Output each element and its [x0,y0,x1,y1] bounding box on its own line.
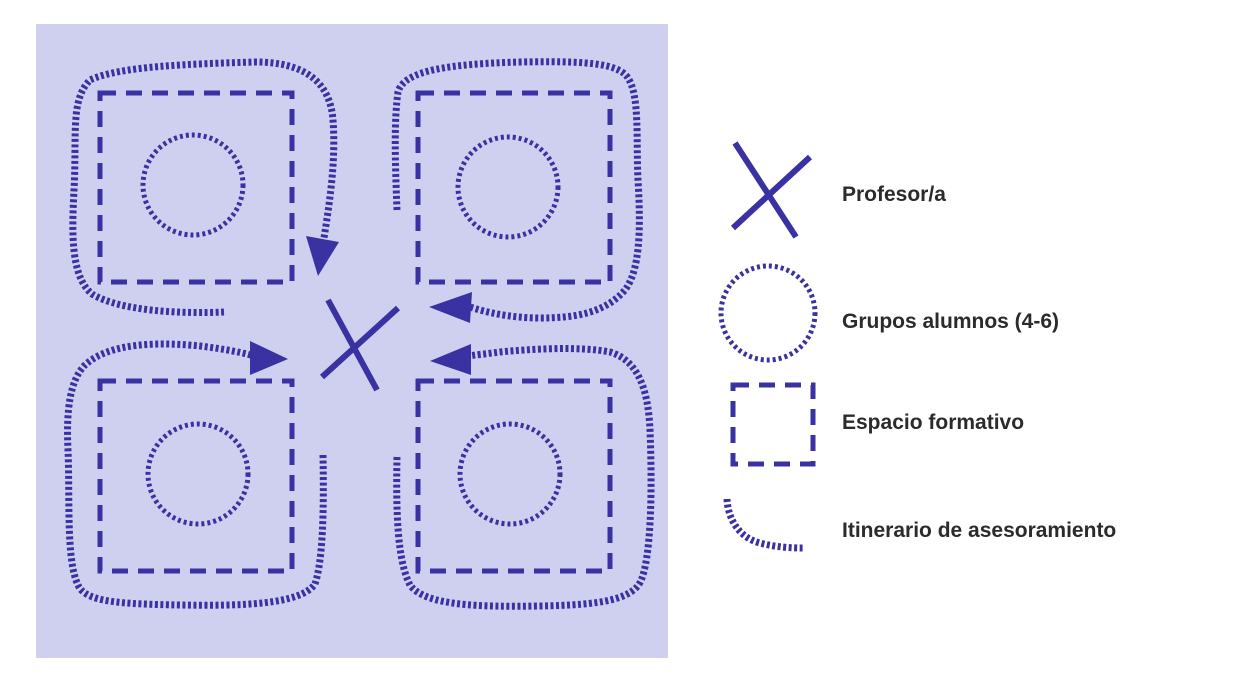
route-arrow [430,344,471,375]
quadrant-top-right [391,58,643,323]
route-arrow [429,292,472,323]
route-arrow [306,236,339,276]
advisory-route-path [64,340,327,609]
legend-space-square-icon [730,382,816,467]
student-group-circle [457,421,563,527]
teacher-cross-icon [319,298,401,392]
legend-group-circle-icon [718,263,818,363]
quadrant-top-left [69,58,339,317]
student-group-circle [145,421,251,527]
training-space-square [97,90,295,285]
training-space-square [415,90,613,285]
quadrant-bottom-right [393,344,655,610]
advisory-route-path [391,58,643,322]
student-group-circle [455,134,561,240]
legend-teacher-icon [730,141,813,239]
student-group-circle [140,132,246,238]
advisory-route-path [69,58,338,317]
legend-teacher-label: Profesor/a [842,183,946,206]
legend-groups-label: Grupos alumnos (4-6) [842,310,1060,333]
legend-route-label: Itinerario de asesoramiento [842,519,1117,542]
training-space-square [97,378,295,574]
route-arrow [250,341,288,375]
legend-space-label: Espacio formativo [842,411,1025,434]
training-space-square [415,378,613,574]
legend-route-arc-icon [723,498,804,552]
quadrant-bottom-left [64,340,327,609]
